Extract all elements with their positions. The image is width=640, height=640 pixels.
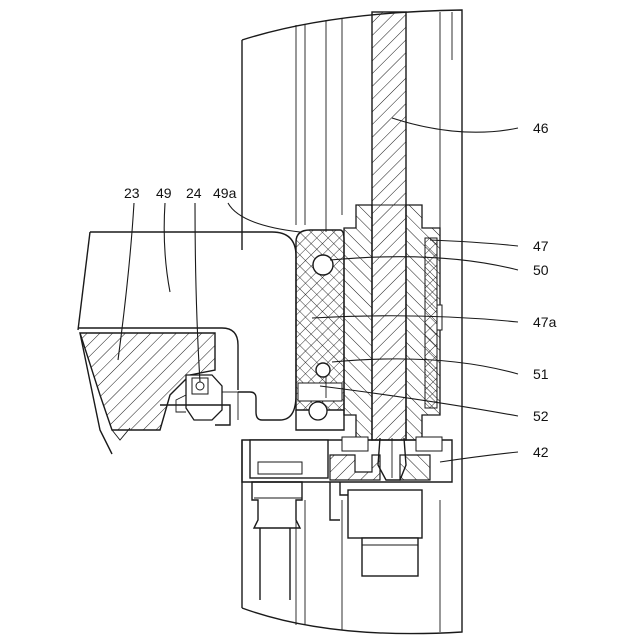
rod-46 [372,12,406,440]
label-47: 47 [533,238,549,254]
label-51: 51 [533,366,549,382]
label-42: 42 [533,444,549,460]
leader-49 [164,203,170,292]
lower-components [252,482,422,600]
label-49: 49 [156,185,172,201]
label-52: 52 [533,408,549,424]
label-23: 23 [124,185,140,201]
label-46: 46 [533,120,549,136]
label-50: 50 [533,262,549,278]
bracket-42 [242,437,452,482]
label-47a: 47a [533,314,557,330]
label-49a: 49a [213,185,237,201]
leader-49a [228,203,300,232]
leader-47 [430,240,518,246]
leader-46 [392,118,518,132]
block-49a [296,230,344,430]
label-24: 24 [186,185,202,201]
